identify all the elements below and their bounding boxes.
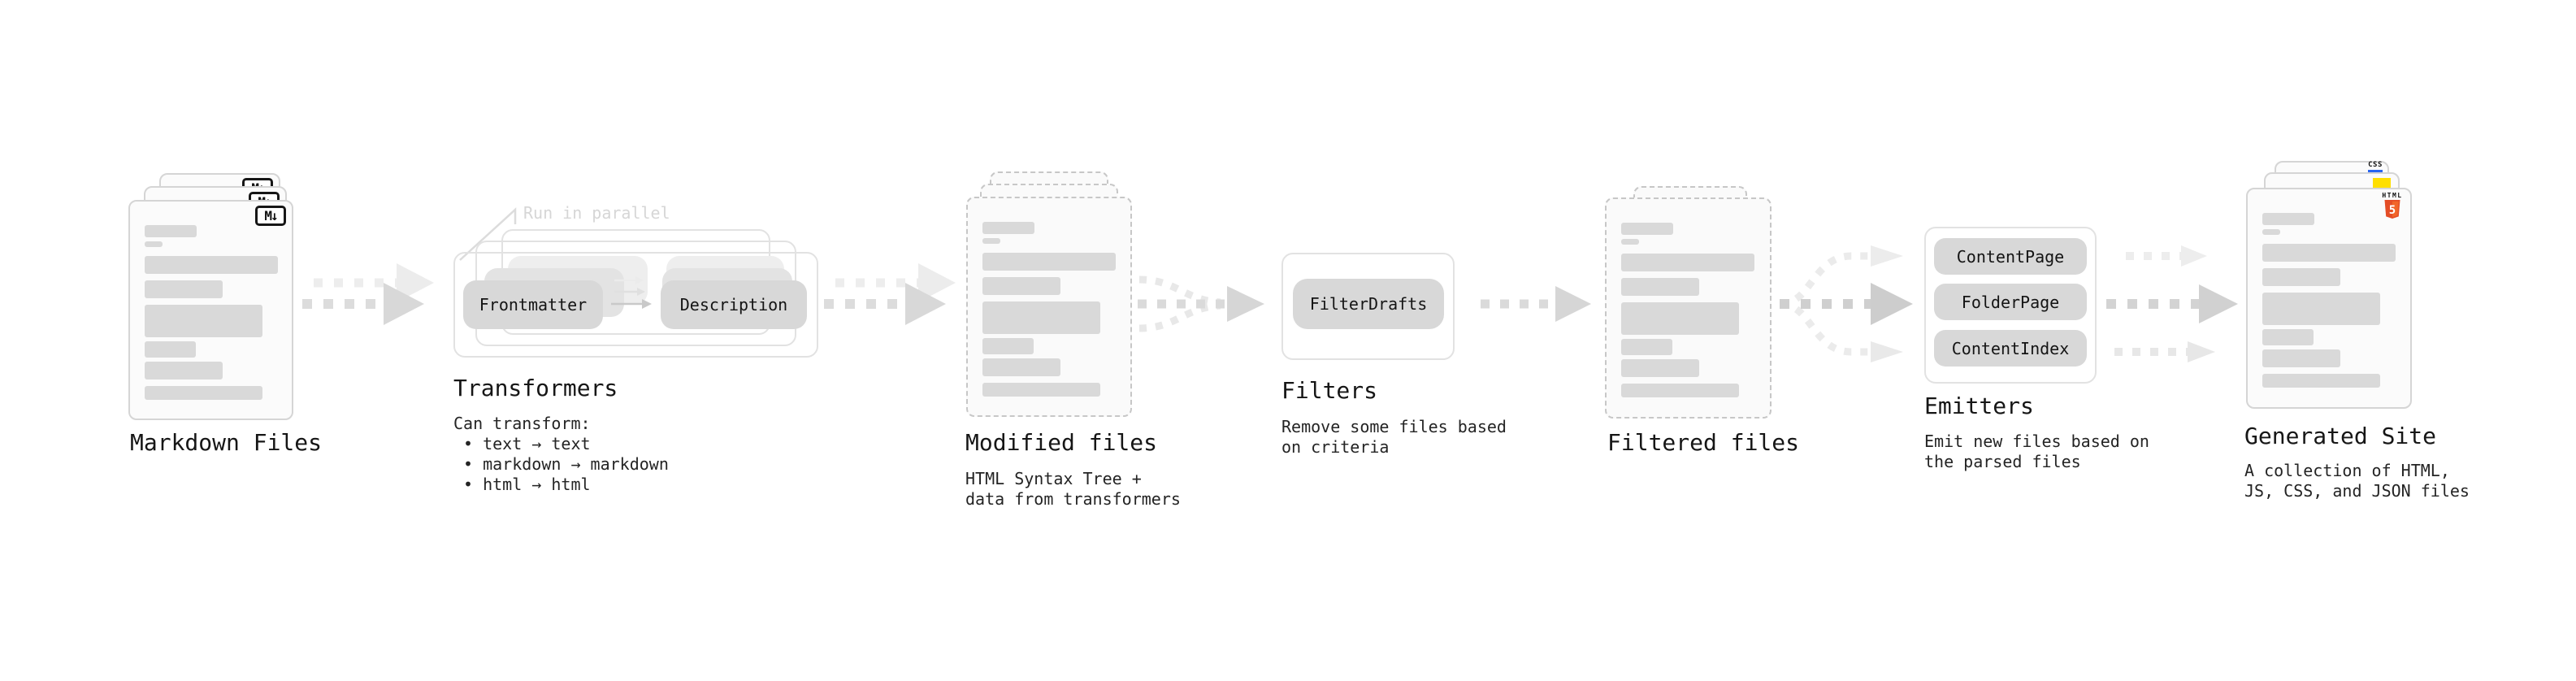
frontmatter-pill: Frontmatter [463, 280, 603, 329]
parallel-arrows-icon [611, 276, 652, 309]
transformers-description: Can transform: text → text markdown → ma… [453, 414, 669, 495]
description-line: Remove some files based [1281, 417, 1507, 436]
text-line-placeholder [1621, 239, 1639, 245]
text-line-placeholder [145, 280, 223, 298]
text-line-placeholder [2262, 329, 2314, 345]
generated-site-description: A collection of HTML, JS, CSS, and JSON … [2244, 461, 2470, 501]
css-icon: CSS [2365, 162, 2386, 173]
html5-shield: 5 [2384, 200, 2400, 219]
arrow-emitters-to-generated [2106, 245, 2238, 362]
emitters-description: Emit new files based on the parsed files [1924, 432, 2149, 472]
text-line-placeholder [1621, 223, 1673, 235]
description-line: JS, CSS, and JSON files [2244, 481, 2470, 501]
text-line-placeholder [145, 341, 196, 358]
text-line-placeholder [145, 386, 262, 400]
emitters-box [1924, 227, 2097, 384]
arrow-modified-to-filters [1138, 275, 1264, 332]
html5-icon: HTML 5 [2374, 193, 2410, 219]
text-line-placeholder [2262, 349, 2340, 367]
stage-label-markdown-files: Markdown Files [130, 429, 323, 456]
run-in-parallel-note: Run in parallel [523, 203, 670, 223]
description-line: HTML Syntax Tree + [965, 469, 1142, 488]
text-line-placeholder [1621, 254, 1754, 271]
description-line: the parsed files [1924, 452, 2081, 471]
text-line-placeholder [982, 222, 1034, 234]
filters-description: Remove some files based on criteria [1281, 417, 1507, 458]
text-line-placeholder [1621, 278, 1699, 296]
text-line-placeholder [982, 253, 1116, 271]
text-line-placeholder [982, 338, 1034, 354]
text-line-placeholder [1621, 359, 1699, 377]
description-line: Can transform: [453, 414, 591, 433]
stage-label-filtered-files: Filtered files [1607, 429, 1800, 456]
description-line: on criteria [1281, 437, 1390, 457]
html5-icon-label: HTML [2382, 192, 2403, 199]
text-line-placeholder [2262, 268, 2340, 286]
file-card-front [1605, 197, 1772, 419]
text-line-placeholder [1621, 302, 1739, 335]
description-line: A collection of HTML, [2244, 461, 2450, 480]
stage-label-modified-files: Modified files [965, 429, 1158, 456]
bullet-item: markdown → markdown [453, 454, 669, 475]
text-line-placeholder [145, 225, 197, 237]
css-icon-label: CSS [2368, 161, 2383, 169]
text-line-placeholder [145, 256, 278, 274]
svg-text:5: 5 [2389, 204, 2396, 217]
modified-files-description: HTML Syntax Tree + data from transformer… [965, 469, 1181, 510]
description-pill: Description [661, 280, 807, 329]
text-line-placeholder [2262, 244, 2396, 262]
filters-box [1281, 253, 1455, 360]
text-line-placeholder [1621, 339, 1672, 355]
markdown-icon: M↓ [255, 206, 286, 226]
file-card-front [2246, 188, 2412, 409]
contentpage-pill: ContentPage [1934, 238, 2087, 275]
text-line-placeholder [145, 241, 163, 247]
arrow-transformers-to-modified [824, 263, 956, 325]
folderpage-pill: FolderPage [1934, 284, 2087, 320]
text-line-placeholder [982, 277, 1060, 295]
javascript-icon [2373, 178, 2391, 189]
stage-label-transformers: Transformers [453, 375, 618, 401]
transformer-box-front [453, 252, 818, 358]
description-line: Emit new files based on [1924, 432, 2149, 451]
text-line-placeholder [2262, 293, 2380, 325]
text-line-placeholder [982, 238, 1000, 244]
text-line-placeholder [2262, 374, 2380, 388]
text-line-placeholder [2262, 229, 2280, 235]
stage-label-filters: Filters [1281, 377, 1378, 404]
arrow-markdown-to-transformers [302, 263, 434, 325]
filterdrafts-pill: FilterDrafts [1293, 279, 1444, 329]
text-line-placeholder [1621, 384, 1739, 397]
text-line-placeholder [982, 383, 1100, 397]
contentindex-pill: ContentIndex [1934, 330, 2087, 367]
text-line-placeholder [982, 358, 1060, 376]
text-line-placeholder [2262, 213, 2314, 225]
stage-label-emitters: Emitters [1924, 393, 2034, 419]
stage-label-generated-site: Generated Site [2244, 423, 2437, 449]
arrow-filters-to-filtered [1481, 286, 1591, 322]
text-line-placeholder [982, 301, 1100, 334]
bullet-item: text → text [453, 434, 669, 454]
css-icon-bar [2368, 170, 2383, 173]
file-card-front [966, 197, 1132, 417]
text-line-placeholder [145, 362, 223, 380]
description-line: data from transformers [965, 489, 1181, 509]
bullet-item: html → html [453, 475, 669, 495]
arrow-filtered-to-emitters [1780, 245, 1913, 362]
file-card-front [128, 200, 293, 420]
text-line-placeholder [145, 305, 262, 337]
